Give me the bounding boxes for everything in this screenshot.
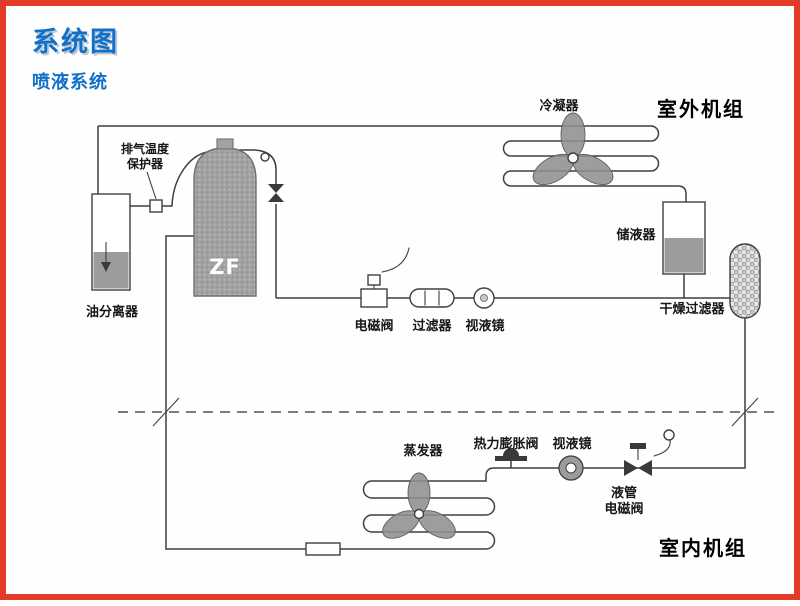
- discharge-protector-leader: [146, 171, 157, 200]
- labels: 室外机组 室内机组 冷凝器 排气温度 保护器 油分离器 电磁阀 过滤器 视液镜 …: [86, 97, 747, 560]
- receiver-label: 储液器: [615, 227, 656, 243]
- section-divider: [118, 397, 778, 427]
- discharge-protector-label-2: 保护器: [126, 156, 164, 171]
- divider-slash-left: [152, 397, 180, 427]
- discharge-protector-label-1: 排气温度: [121, 141, 170, 156]
- evaporator-fan: [382, 472, 456, 539]
- suction-line-accessory: [305, 542, 341, 556]
- filter-drier: [729, 243, 761, 319]
- system-diagram-svg: ZF: [86, 97, 778, 560]
- injection-solenoid-valve: [360, 274, 388, 308]
- oil-separator: [91, 193, 131, 291]
- page-subtitle: 喷液系统: [32, 72, 108, 93]
- injection-sight-glass: [473, 287, 495, 309]
- compressor: ZF: [193, 138, 257, 297]
- condenser-label: 冷凝器: [539, 98, 579, 114]
- injection-filter-label: 过滤器: [412, 318, 452, 334]
- injection-fitting-circle: [260, 152, 270, 162]
- indoor-unit-label: 室内机组: [659, 536, 747, 560]
- injection-valve: [260, 152, 284, 202]
- outdoor-unit-label: 室外机组: [657, 97, 745, 121]
- receiver: [662, 201, 706, 275]
- oil-separator-label: 油分离器: [86, 304, 139, 320]
- evaporator-label: 蒸发器: [403, 443, 443, 459]
- liquid-solenoid-fitting-circle: [663, 429, 675, 441]
- liquid-sight-glass: [558, 455, 584, 481]
- liquid-sight-glass-label: 视液镜: [552, 436, 591, 452]
- piping: [97, 125, 746, 550]
- page-title: 系统图: [32, 27, 119, 58]
- injection-riser-upper: [239, 149, 277, 184]
- compressor-label: ZF: [209, 255, 241, 279]
- oil-separator-oil-level: [93, 252, 129, 289]
- injection-filter: [409, 288, 455, 308]
- condenser-fan-hub: [567, 152, 579, 164]
- compressor-top-fitting: [216, 138, 234, 150]
- evaporator-suction-pipe: [165, 235, 511, 550]
- expansion-valve: [495, 448, 527, 468]
- oil-separator-arrow: [101, 262, 111, 272]
- filter-drier-label: 干燥过滤器: [659, 301, 725, 317]
- expansion-valve-label: 热力膨胀阀: [473, 436, 538, 452]
- divider-slash-right: [731, 397, 759, 427]
- discharge-protector: [146, 171, 163, 213]
- condenser-coil-pipe: [98, 125, 687, 203]
- liquid-solenoid-label-1: 液管: [611, 485, 637, 501]
- liquid-solenoid-curl-pipe: [653, 439, 671, 457]
- liquid-solenoid-valve: [624, 429, 675, 476]
- discharge-pipe: [130, 151, 208, 207]
- injection-curl-pipe: [381, 247, 410, 273]
- discharge-protector-fitting: [149, 199, 163, 213]
- receiver-liquid-level: [664, 238, 704, 273]
- condenser-fan: [532, 112, 614, 186]
- injection-sight-glass-label: 视液镜: [465, 318, 504, 334]
- liquid-down-pipe: [511, 318, 746, 469]
- liquid-solenoid-label-2: 电磁阀: [604, 501, 643, 517]
- evaporator-fan-hub: [413, 508, 425, 520]
- injection-solenoid-label: 电磁阀: [354, 318, 393, 334]
